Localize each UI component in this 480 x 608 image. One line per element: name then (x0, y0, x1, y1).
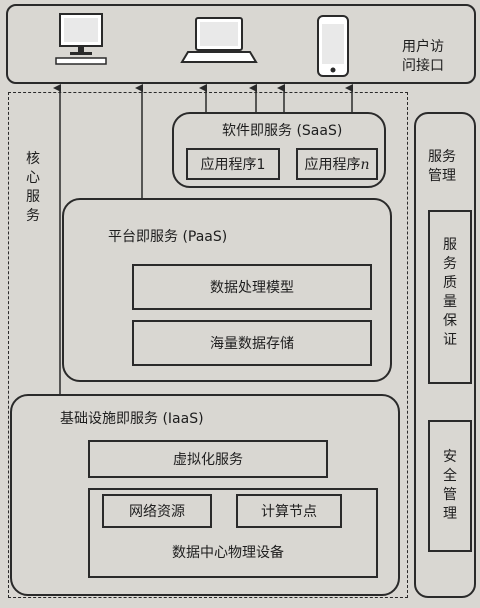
datacenter-block (88, 488, 378, 578)
core-services-label: 核心服务 (26, 151, 40, 224)
network-resources-label: 网络资源 (129, 504, 185, 520)
service-management-title-line1: 服务管理 (428, 148, 460, 186)
saas-box (172, 112, 386, 188)
iaas-box (10, 394, 400, 596)
compute-nodes-block: 计算节点 (236, 494, 342, 528)
network-resources-block: 网络资源 (102, 494, 212, 528)
device-icons (55, 13, 349, 77)
quality-assurance-label: 服务质量保证 (443, 237, 457, 348)
service-management-title: 服务管理 (428, 149, 456, 184)
service-management-region (414, 112, 476, 598)
virtualization-label: 虚拟化服务 (173, 452, 243, 468)
app-n-prefix: 应用程序 (304, 157, 361, 173)
desktop-computer-icon (55, 13, 107, 65)
mass-data-storage-label: 海量数据存储 (210, 336, 294, 352)
compute-nodes-label: 计算节点 (261, 504, 317, 520)
user-access-label-line1: 用户访 (402, 39, 444, 55)
app1-block: 应用程序1 (186, 148, 280, 180)
core-services-region (8, 92, 408, 598)
app-n-suffix: n (360, 157, 370, 173)
quality-assurance-block (428, 210, 472, 384)
paas-title: 平台即服务 (PaaS) (108, 229, 228, 245)
mass-data-storage-block: 海量数据存储 (132, 320, 372, 366)
saas-title: 软件即服务 (SaaS) (222, 123, 343, 139)
app-n-block: 应用程序n (296, 148, 378, 180)
security-management-label: 安全管理 (443, 449, 457, 522)
data-processing-model-block: 数据处理模型 (132, 264, 372, 310)
iaas-title: 基础设施即服务 (IaaS) (60, 411, 204, 427)
security-management-block (428, 420, 472, 552)
smartphone-icon (317, 15, 349, 77)
laptop-icon (180, 17, 258, 63)
paas-box (62, 198, 392, 382)
datacenter-label: 数据中心物理设备 (172, 545, 284, 561)
data-processing-model-label: 数据处理模型 (210, 280, 294, 296)
app-n-label: 应用程序n (304, 154, 369, 174)
user-access-label-line2: 问接口 (402, 58, 444, 74)
app1-label: 应用程序1 (200, 157, 266, 173)
user-access-box (6, 4, 476, 84)
virtualization-block: 虚拟化服务 (88, 440, 328, 478)
